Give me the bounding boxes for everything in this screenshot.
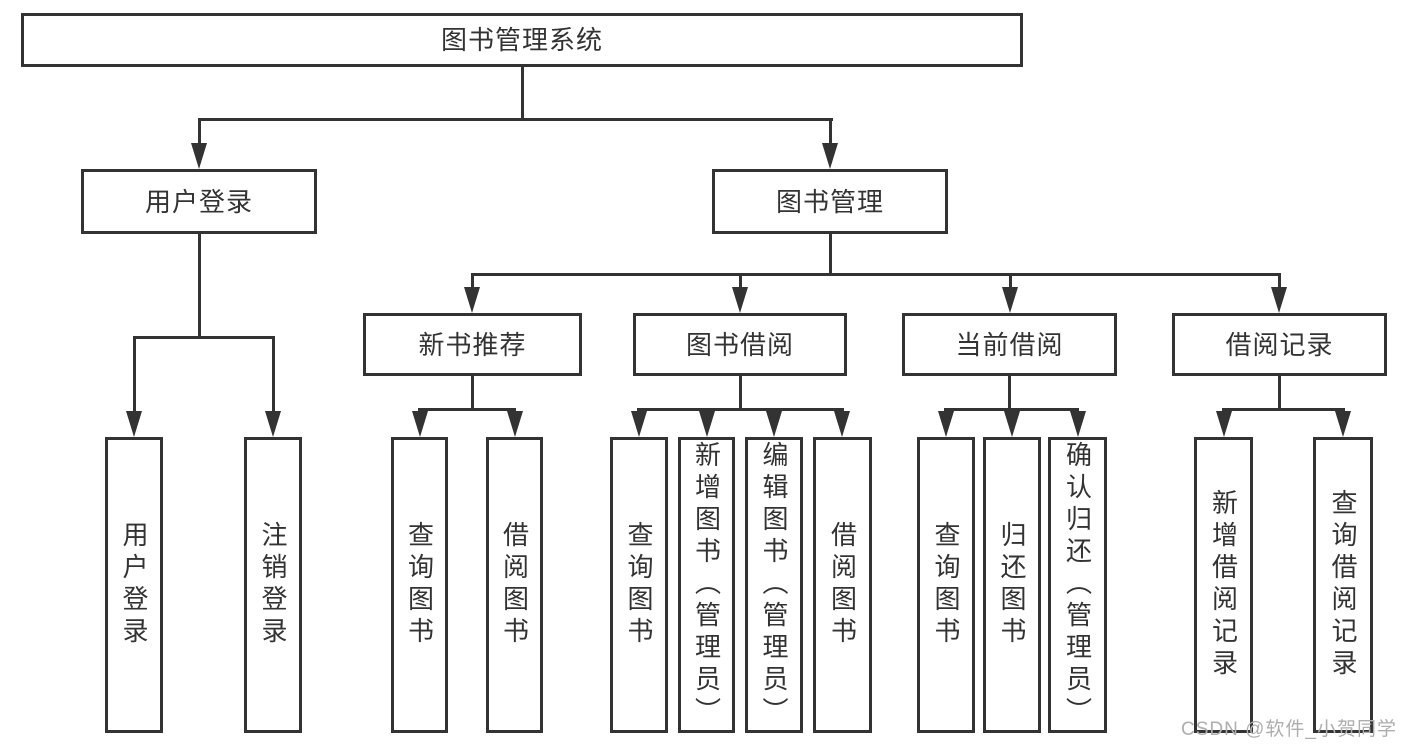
node-leaf-query-borrow-record: 查询借阅记录 (1313, 437, 1373, 733)
connector-line (637, 408, 844, 411)
node-label: 借阅图书 (827, 521, 858, 649)
node-library-management-system: 图书管理系统 (21, 13, 1023, 67)
connector-line (471, 273, 1280, 276)
node-leaf-logout: 注销登录 (244, 437, 302, 733)
arrow-down-icon (822, 143, 838, 169)
arrow-down-icon (1070, 411, 1086, 437)
arrow-down-icon (1004, 411, 1020, 437)
node-label: 当前借阅 (955, 329, 1064, 360)
connector-line (1008, 376, 1011, 408)
connector-line (418, 408, 516, 411)
connector-line (829, 118, 832, 163)
node-label: 编辑图书（管理员） (759, 441, 789, 729)
node-label: 用户登录 (144, 186, 253, 217)
connector-line (198, 233, 201, 336)
arrow-down-icon (766, 411, 782, 437)
connector-line (272, 336, 275, 431)
node-label: 图书借阅 (685, 329, 794, 360)
node-leaf-user-login: 用户登录 (105, 437, 163, 733)
node-label: 注销登录 (258, 521, 288, 649)
arrow-down-icon (938, 411, 954, 437)
node-label: 用户登录 (119, 521, 149, 649)
node-new-book-recommend: 新书推荐 (363, 313, 582, 376)
node-leaf-borrow-books: 借阅图书 (813, 437, 872, 733)
arrow-down-icon (1335, 411, 1351, 437)
connector-line (133, 336, 275, 339)
node-leaf-borrow-books-recommend: 借阅图书 (486, 437, 543, 733)
node-leaf-add-borrow-record: 新增借阅记录 (1194, 437, 1253, 733)
arrow-down-icon (732, 287, 748, 313)
connector-line (521, 66, 524, 118)
watermark: CSDN @软件_小贺同学 (1181, 719, 1397, 740)
node-book-management: 图书管理 (712, 169, 948, 234)
connector-line (829, 233, 832, 273)
node-leaf-confirm-return-admin: 确认归还（管理员） (1048, 437, 1107, 733)
node-leaf-query-books-current: 查询图书 (917, 437, 975, 733)
arrow-down-icon (631, 411, 647, 437)
connector-line (198, 118, 833, 121)
arrow-down-icon (699, 411, 715, 437)
arrow-down-icon (464, 287, 480, 313)
node-label: 查询图书 (624, 521, 654, 649)
node-leaf-return-books: 归还图书 (983, 437, 1041, 733)
node-label: 新增图书（管理员） (691, 441, 722, 729)
node-label: 新增借阅记录 (1208, 489, 1239, 681)
node-label: 查询图书 (404, 521, 435, 649)
arrow-down-icon (507, 411, 523, 437)
node-leaf-edit-books-admin: 编辑图书（管理员） (745, 437, 803, 733)
connector-line (471, 376, 474, 408)
connector-line (944, 408, 1079, 411)
connector-line (739, 376, 742, 408)
node-label: 借阅记录 (1225, 329, 1334, 360)
node-label: 图书管理系统 (440, 25, 603, 55)
connector-line (1222, 408, 1345, 411)
connector-line (1278, 376, 1281, 408)
node-book-borrow: 图书借阅 (633, 313, 847, 376)
arrow-down-icon (1271, 287, 1287, 313)
node-leaf-add-books-admin: 新增图书（管理员） (678, 437, 735, 733)
node-label: 归还图书 (997, 521, 1027, 649)
node-leaf-query-books-borrow: 查询图书 (610, 437, 668, 733)
arrow-down-icon (1002, 287, 1018, 313)
arrow-down-icon (265, 411, 281, 437)
node-label: 查询图书 (931, 521, 961, 649)
arrow-down-icon (191, 143, 207, 169)
node-user-login: 用户登录 (81, 169, 317, 234)
node-borrow-records: 借阅记录 (1172, 313, 1387, 376)
node-label: 图书管理 (775, 186, 884, 217)
node-label: 新书推荐 (418, 329, 527, 360)
node-current-borrow: 当前借阅 (902, 313, 1117, 376)
node-label: 借阅图书 (499, 521, 530, 649)
node-leaf-query-books-recommend: 查询图书 (391, 437, 448, 733)
arrow-down-icon (1216, 411, 1232, 437)
connector-line (133, 336, 136, 431)
node-label: 查询借阅记录 (1328, 489, 1358, 681)
connector-line (198, 118, 201, 163)
node-label: 确认归还（管理员） (1062, 441, 1093, 729)
arrow-down-icon (126, 411, 142, 437)
arrow-down-icon (412, 411, 428, 437)
arrow-down-icon (834, 411, 850, 437)
